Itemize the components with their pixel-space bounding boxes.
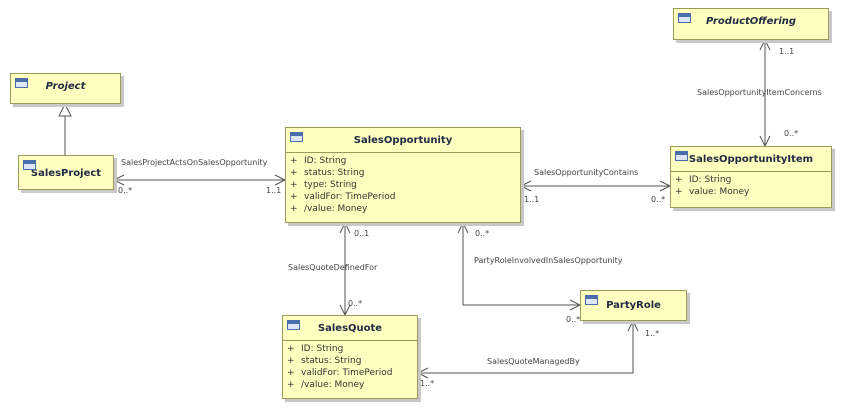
multiplicity: 0..* xyxy=(651,195,666,204)
attribute: +value: Money xyxy=(675,187,750,197)
multiplicity: 1..1 xyxy=(779,47,795,56)
attribute-list: +ID: String +status: String +type: Strin… xyxy=(286,153,520,215)
quote-managed-line xyxy=(418,321,634,374)
class-name: SalesProject xyxy=(30,168,102,179)
class-name: SalesOpportunity xyxy=(353,134,453,146)
multiplicity: 1..* xyxy=(645,329,660,338)
attribute: +validFor: TimePeriod xyxy=(287,368,393,378)
generalization-arrowhead xyxy=(58,102,72,117)
multiplicity: 1..1 xyxy=(266,186,282,195)
class-sales-opportunity-item[interactable]: SalesOpportunityItem +ID: String +value:… xyxy=(670,146,832,208)
class-icon xyxy=(585,295,598,305)
attribute: +validFor: TimePeriod xyxy=(290,192,396,202)
class-name: ProductOffering xyxy=(705,15,797,27)
attribute: +status: String xyxy=(287,356,362,366)
multiplicity: 1..* xyxy=(420,379,435,388)
item-concerns-arrow-top xyxy=(759,38,771,51)
association-name: SalesQuoteManagedBy xyxy=(487,357,580,366)
multiplicity: 0..* xyxy=(475,229,490,238)
quote-managed-arrow-top xyxy=(627,319,639,332)
attribute: +ID: String xyxy=(290,156,347,166)
class-icon xyxy=(678,13,691,23)
multiplicity: 0..* xyxy=(566,315,581,324)
attribute: +ID: String xyxy=(675,175,732,185)
class-sales-quote[interactable]: SalesQuote +ID: String +status: String +… xyxy=(282,315,418,399)
attribute: +/value: Money xyxy=(287,380,365,390)
class-icon xyxy=(23,160,36,170)
attribute: +type: String xyxy=(290,180,357,190)
class-icon xyxy=(15,78,28,88)
association-name: SalesQuoteDefinedFor xyxy=(288,263,378,272)
class-sales-project[interactable]: SalesProject xyxy=(18,155,114,190)
class-icon xyxy=(675,151,688,161)
project-acts-arrow-left xyxy=(112,174,125,186)
class-name: PartyRole xyxy=(606,300,661,311)
attribute-list: +ID: String +status: String +validFor: T… xyxy=(283,341,417,391)
attribute: +/value: Money xyxy=(290,204,368,214)
association-name: PartyRoleInvolvedInSalesOpportunity xyxy=(474,256,623,265)
attribute: +ID: String xyxy=(287,344,344,354)
class-icon xyxy=(287,320,300,330)
multiplicity: 0..* xyxy=(348,299,363,308)
attribute: +status: String xyxy=(290,168,365,178)
attribute-list: +ID: String +value: Money xyxy=(671,172,831,198)
multiplicity: 0..1 xyxy=(354,229,370,238)
multiplicity: 0..* xyxy=(118,186,133,195)
party-involved-line xyxy=(462,223,580,306)
multiplicity: 1..1 xyxy=(524,195,540,204)
association-name: SalesProjectActsOnSalesOpportunity xyxy=(121,158,268,167)
multiplicity: 0..* xyxy=(784,129,799,138)
class-project[interactable]: Project xyxy=(10,73,121,104)
class-name: SalesOpportunityItem xyxy=(688,153,814,165)
party-involved-arrow-top xyxy=(457,221,469,234)
class-name: SalesQuote xyxy=(317,322,383,334)
class-party-role[interactable]: PartyRole xyxy=(580,290,687,321)
quote-defined-arrow-top xyxy=(339,221,351,234)
class-name: Project xyxy=(45,80,86,92)
class-icon xyxy=(290,132,303,142)
contains-arrow-left xyxy=(519,180,532,192)
quote-managed-arrow-left xyxy=(416,367,429,379)
class-sales-opportunity[interactable]: SalesOpportunity +ID: String +status: St… xyxy=(285,127,521,223)
association-name: SalesOpportunityContains xyxy=(534,168,639,177)
association-name: SalesOpportunityItemConcerns xyxy=(697,88,822,97)
class-product-offering[interactable]: ProductOffering xyxy=(673,8,829,40)
